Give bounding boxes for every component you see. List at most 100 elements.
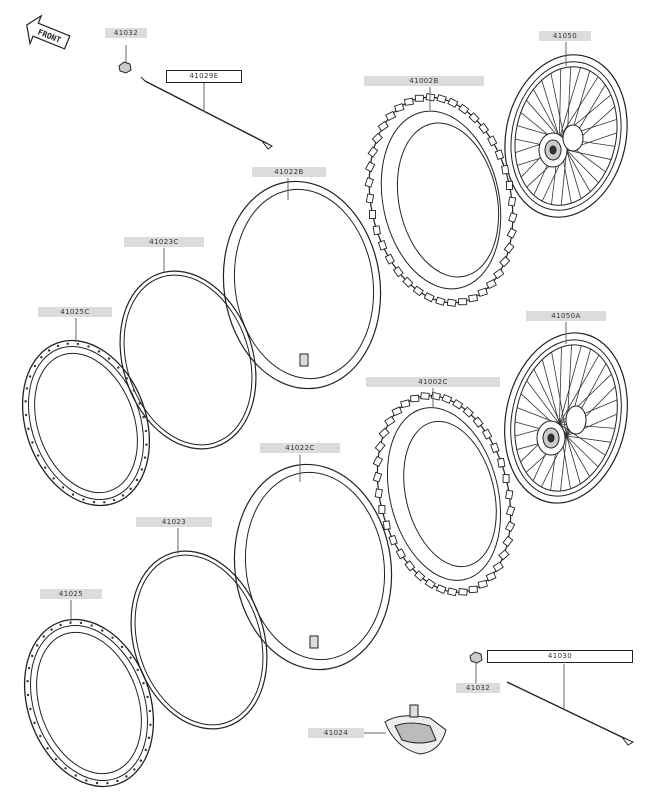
spoke-hole xyxy=(47,349,51,352)
spoke-hole xyxy=(117,366,120,369)
spoke-hole xyxy=(140,468,144,471)
spoke-hole xyxy=(112,498,116,502)
part-label-41002b: 41002B xyxy=(364,76,484,86)
front-rim[interactable] xyxy=(2,600,175,800)
tire-knob xyxy=(410,394,420,403)
spoke-hole xyxy=(59,623,62,627)
spoke-hole xyxy=(52,477,55,480)
part-label-41025c: 41025C xyxy=(38,307,112,317)
tire-knob xyxy=(374,488,383,499)
spoke-hole xyxy=(35,644,39,647)
spoke-hole xyxy=(61,486,65,489)
spoke-hole xyxy=(106,782,109,785)
part-label-41023: 41023 xyxy=(136,517,212,527)
tire-knob xyxy=(499,256,511,268)
tire-knob xyxy=(367,146,379,158)
front-tire[interactable] xyxy=(358,381,531,606)
spoke-line xyxy=(566,149,599,183)
tire-knob xyxy=(502,535,514,548)
tire-knob xyxy=(382,520,391,531)
tire-knob xyxy=(506,227,517,239)
tire-knob xyxy=(494,149,505,161)
tire-knob xyxy=(485,571,497,582)
rear-inner-tube[interactable] xyxy=(210,171,393,399)
tire-knob xyxy=(412,285,424,297)
spoke-hole xyxy=(138,402,141,405)
front-inner-tube[interactable] xyxy=(221,454,404,680)
spoke-line xyxy=(566,435,581,485)
spoke-hole xyxy=(135,478,139,482)
rear-rim[interactable] xyxy=(1,318,172,523)
spoke-hole xyxy=(25,387,29,390)
spoke-hole xyxy=(139,759,143,762)
part-label-41022b: 41022B xyxy=(252,167,326,177)
spoke-hole xyxy=(54,757,58,761)
tire-knob xyxy=(403,97,414,106)
spoke-hole xyxy=(147,736,151,740)
part-label-41025: 41025 xyxy=(40,589,102,599)
spoke-hole xyxy=(149,723,152,727)
tire-knob xyxy=(388,534,398,546)
rear-rim-band[interactable] xyxy=(98,248,278,467)
tire-knob xyxy=(395,548,407,560)
front-rim-band[interactable] xyxy=(109,528,289,747)
tire-knob xyxy=(505,505,516,517)
spoke-hole xyxy=(50,628,53,631)
spoke-hole xyxy=(33,364,37,368)
part-label-41030: 41030 xyxy=(487,650,633,663)
tire-knob xyxy=(468,112,480,124)
spoke-line xyxy=(566,435,612,443)
spoke-hole xyxy=(103,501,106,504)
tire-knob xyxy=(481,428,493,440)
spoke-line xyxy=(560,149,567,206)
spoke-hole xyxy=(46,747,49,750)
spoke-hole xyxy=(92,500,96,504)
tire-knob xyxy=(377,239,388,251)
rear-wheel-assembly[interactable] xyxy=(490,42,641,229)
part-label-41050: 41050 xyxy=(539,31,591,41)
spoke-nipple-top[interactable] xyxy=(118,45,132,74)
tire-knob xyxy=(502,474,510,483)
spoke-hole xyxy=(145,443,148,446)
spoke-hole xyxy=(120,645,124,649)
tire-knob xyxy=(485,278,497,290)
tire-knob xyxy=(391,406,403,417)
tire-knob xyxy=(508,212,518,223)
spoke-line xyxy=(559,67,581,139)
spoke-41030[interactable] xyxy=(506,664,635,746)
spoke-hole xyxy=(28,375,32,378)
spoke-hole xyxy=(148,709,152,713)
spoke-line xyxy=(566,435,599,468)
spoke-hole xyxy=(107,357,111,360)
tire-knob xyxy=(404,560,416,572)
part-label-41050a: 41050A xyxy=(526,311,606,321)
tire-knob xyxy=(365,193,375,204)
front-arrow-icon: FRONT xyxy=(26,14,71,50)
spoke-hole xyxy=(26,693,30,697)
spoke-hole xyxy=(27,666,31,670)
tire-knob xyxy=(372,225,381,236)
part-label-41029e: 41029E xyxy=(166,70,242,83)
tire-knob xyxy=(497,457,506,468)
spoke-hole xyxy=(116,779,119,783)
spoke-hole xyxy=(76,342,80,346)
spoke-41029e[interactable] xyxy=(140,76,273,150)
spoke-nipple-bottom[interactable] xyxy=(469,651,483,684)
tire-knob xyxy=(477,579,488,589)
tire-knob xyxy=(436,94,447,104)
spoke-line xyxy=(533,368,567,437)
rim-lock[interactable] xyxy=(352,704,447,755)
tire-knob xyxy=(372,455,384,467)
rear-tire[interactable] xyxy=(351,84,531,317)
tire-knob xyxy=(498,549,510,561)
tire-knob xyxy=(414,94,424,102)
spoke-hole xyxy=(64,767,67,770)
spoke-hole xyxy=(74,774,77,777)
tire-knob xyxy=(372,471,383,483)
spoke-line xyxy=(526,380,560,425)
spoke-hole xyxy=(144,429,148,433)
spoke-hole xyxy=(95,781,99,785)
tire-knob xyxy=(492,561,504,573)
front-wheel-assembly[interactable] xyxy=(489,321,642,514)
spoke-line xyxy=(566,149,612,160)
